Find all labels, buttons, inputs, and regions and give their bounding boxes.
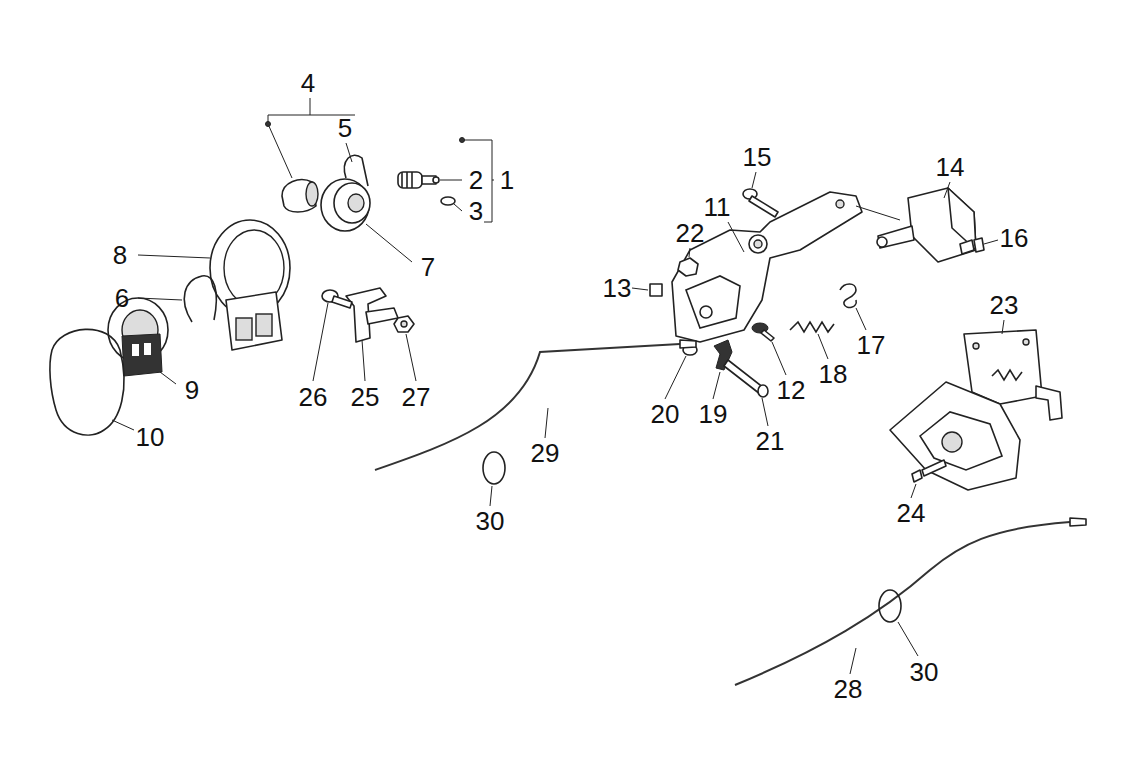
callout-number: 12 (777, 377, 806, 403)
callout-number: 30 (476, 508, 505, 534)
callout-number: 23 (990, 292, 1019, 318)
callout-number: 26 (299, 384, 328, 410)
bolt (743, 189, 778, 217)
callout-number: 1 (500, 167, 514, 193)
clip (650, 284, 662, 296)
callout-number: 2 (469, 167, 483, 193)
latch-bracket (890, 382, 1020, 490)
lock-cap (282, 180, 318, 212)
latch-plate (672, 192, 862, 342)
group-bracket (268, 98, 355, 178)
spring (840, 284, 856, 307)
o-ring (441, 197, 455, 205)
release-cable (735, 522, 1070, 685)
bracket-dot (266, 122, 271, 127)
callout-number: 14 (936, 154, 965, 180)
cable-clip (483, 452, 505, 484)
callout-number: 24 (897, 500, 926, 526)
nut (678, 258, 698, 276)
leader-lines (112, 143, 1004, 674)
bolt (322, 290, 352, 308)
callout-number: 18 (819, 361, 848, 387)
screw (960, 238, 984, 254)
callout-number: 8 (113, 242, 127, 268)
callout-number: 17 (857, 332, 886, 358)
screw (912, 460, 946, 482)
cable-clip (879, 590, 901, 622)
callout-number: 15 (743, 144, 772, 170)
callout-number: 28 (834, 676, 863, 702)
callout-number: 19 (699, 401, 728, 427)
callout-number: 7 (421, 254, 435, 280)
callout-number: 11 (704, 194, 731, 220)
callout-number: 9 (185, 377, 199, 403)
release-cable (375, 344, 680, 470)
wire-spring (184, 276, 216, 322)
tension-spring (790, 322, 834, 332)
callout-number: 25 (351, 384, 380, 410)
callout-number: 6 (115, 285, 129, 311)
callout-number: 3 (469, 198, 483, 224)
callout-number: 10 (136, 424, 165, 450)
lever (346, 288, 398, 342)
bracket-dot (460, 138, 465, 143)
cable-end (1070, 518, 1086, 526)
callout-number: 5 (338, 115, 352, 141)
actuator (877, 188, 976, 262)
callout-number: 22 (676, 220, 705, 246)
callout-number: 27 (402, 384, 431, 410)
lock-barrel (398, 172, 439, 188)
switch-ring (210, 220, 290, 350)
screw (752, 323, 774, 341)
callout-number: 21 (756, 428, 785, 454)
cable-end (680, 340, 696, 348)
nut (394, 316, 414, 332)
assembly-line (856, 206, 900, 220)
gasket (50, 329, 124, 435)
callout-number: 4 (301, 70, 315, 96)
callout-number: 13 (603, 275, 632, 301)
callout-number: 16 (1000, 225, 1029, 251)
callout-number: 30 (910, 659, 939, 685)
callout-number: 29 (531, 440, 560, 466)
pin (724, 360, 768, 397)
lock-housing (321, 179, 370, 231)
callout-number: 20 (651, 401, 680, 427)
